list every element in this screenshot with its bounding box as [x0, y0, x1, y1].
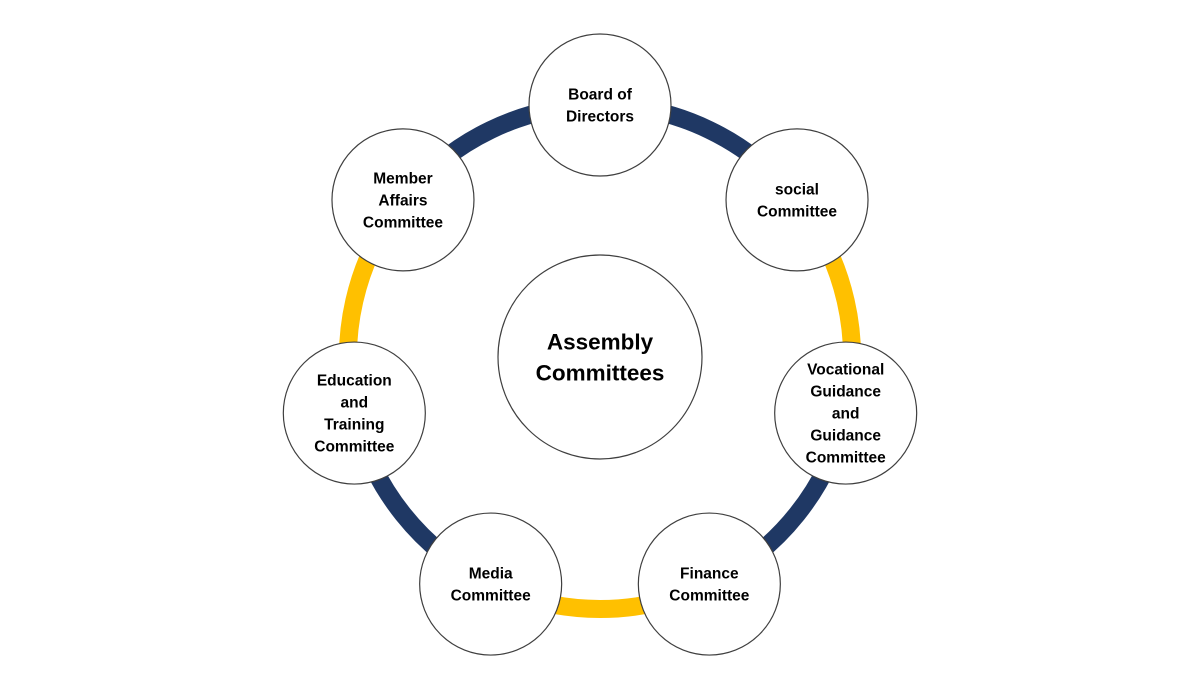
- label-line: Guidance: [810, 428, 881, 445]
- label-line: Vocational: [807, 362, 884, 379]
- label-line: Committee: [451, 587, 531, 604]
- center-circle: [497, 254, 703, 460]
- label-line: Media: [469, 565, 513, 582]
- label-line: Committees: [536, 360, 665, 385]
- label-line: Directors: [566, 108, 634, 125]
- label-line: Committee: [806, 450, 886, 467]
- label-line: Member: [373, 170, 432, 187]
- node-circle: [528, 33, 672, 177]
- label-line: Committee: [314, 439, 394, 456]
- label-line: Assembly: [547, 329, 654, 354]
- node-label: Board of Directors: [566, 86, 634, 125]
- label-line: Committee: [757, 203, 837, 220]
- label-line: Affairs: [378, 192, 427, 209]
- node-circle: [331, 128, 475, 272]
- label-line: and: [832, 406, 860, 423]
- label-line: Training: [324, 417, 384, 434]
- node-circle: [282, 341, 426, 485]
- node-circle: [774, 341, 918, 485]
- label-line: Committee: [669, 587, 749, 604]
- label-line: Finance: [680, 565, 739, 582]
- node-board-of-directors: Board of Directors: [528, 33, 672, 177]
- label-line: and: [341, 395, 369, 412]
- label-line: social: [775, 181, 819, 198]
- label-line: Education: [317, 373, 392, 390]
- label-line: Guidance: [810, 384, 881, 401]
- label-line: Committee: [363, 214, 443, 231]
- node-circle: [637, 512, 781, 656]
- node-circle: [725, 128, 869, 272]
- label-line: Board of: [568, 86, 633, 103]
- node-circle: [419, 512, 563, 656]
